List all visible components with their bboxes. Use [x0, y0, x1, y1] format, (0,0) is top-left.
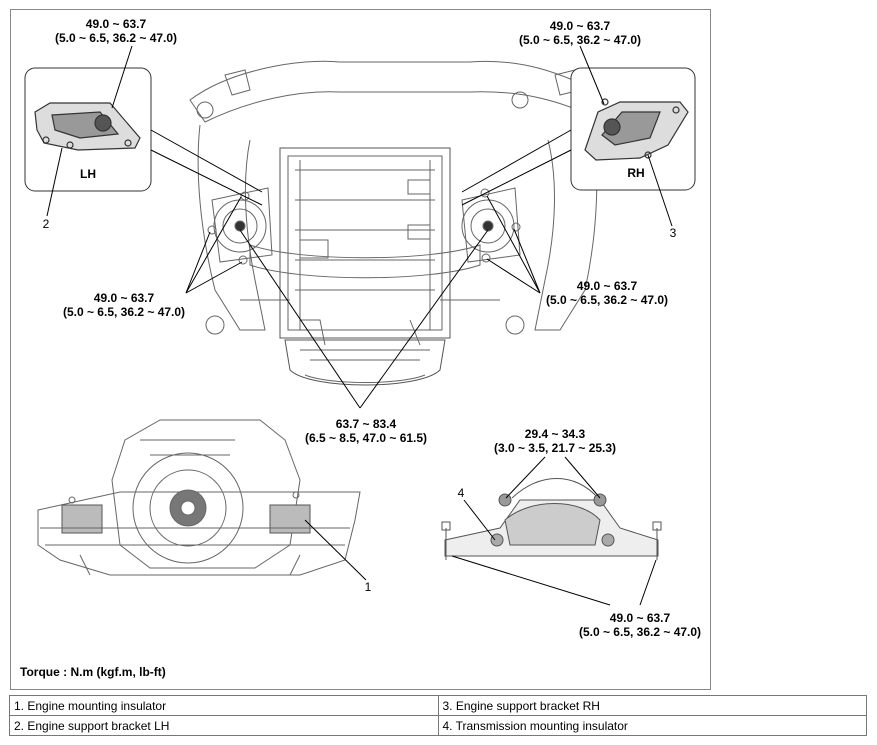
- transmission-mount-view: [441, 478, 662, 560]
- torque-lh-top-line1: 49.0 ~ 63.7: [86, 17, 147, 31]
- torque-trans-bottom-line2: (5.0 ~ 6.5, 36.2 ~ 47.0): [579, 625, 701, 639]
- torque-rh-top-line2: (5.0 ~ 6.5, 36.2 ~ 47.0): [519, 33, 641, 47]
- inset-lh-bracket: [34, 102, 141, 151]
- callout-number-4: 4: [458, 486, 465, 500]
- torque-lh-mid-line1: 49.0 ~ 63.7: [94, 291, 155, 305]
- legend-item-3: 3. Engine support bracket RH: [437, 695, 867, 716]
- torque-rh-mid-line2: (5.0 ~ 6.5, 36.2 ~ 47.0): [546, 293, 668, 307]
- torque-unit-note: Torque : N.m (kgf.m, lb-ft): [20, 665, 166, 679]
- leader-lines: [46, 45, 673, 606]
- parts-legend-table: 1. Engine mounting insulator 3. Engine s…: [9, 695, 867, 736]
- torque-center-line1: 63.7 ~ 83.4: [336, 417, 397, 431]
- torque-trans-top-line1: 29.4 ~ 34.3: [525, 427, 586, 441]
- torque-lh-mid-line2: (5.0 ~ 6.5, 36.2 ~ 47.0): [63, 305, 185, 319]
- callout-number-1: 1: [365, 580, 372, 594]
- legend-item-4: 4. Transmission mounting insulator: [437, 715, 867, 736]
- callout-number-2: 2: [43, 217, 50, 231]
- legend-item-1: 1. Engine mounting insulator: [9, 695, 439, 716]
- legend-item-2: 2. Engine support bracket LH: [9, 715, 439, 736]
- legend-row: 2. Engine support bracket LH 4. Transmis…: [9, 715, 867, 736]
- torque-rh-mid-line1: 49.0 ~ 63.7: [577, 279, 638, 293]
- torque-trans-bottom-line1: 49.0 ~ 63.7: [610, 611, 671, 625]
- torque-center-line2: (6.5 ~ 8.5, 47.0 ~ 61.5): [305, 431, 427, 445]
- legend-row: 1. Engine mounting insulator 3. Engine s…: [9, 695, 867, 716]
- callout-number-3: 3: [670, 226, 677, 240]
- inset-rh-label: RH: [627, 166, 644, 180]
- subframe-drawing: [189, 60, 606, 386]
- engine-front-view: [37, 419, 361, 576]
- inset-lh-label: LH: [80, 167, 96, 181]
- inset-rh-bracket: [584, 98, 689, 161]
- torque-lh-top-line2: (5.0 ~ 6.5, 36.2 ~ 47.0): [55, 31, 177, 45]
- torque-trans-top-line2: (3.0 ~ 3.5, 21.7 ~ 25.3): [494, 441, 616, 455]
- torque-rh-top-line1: 49.0 ~ 63.7: [550, 19, 611, 33]
- diagram-frame: [10, 9, 711, 690]
